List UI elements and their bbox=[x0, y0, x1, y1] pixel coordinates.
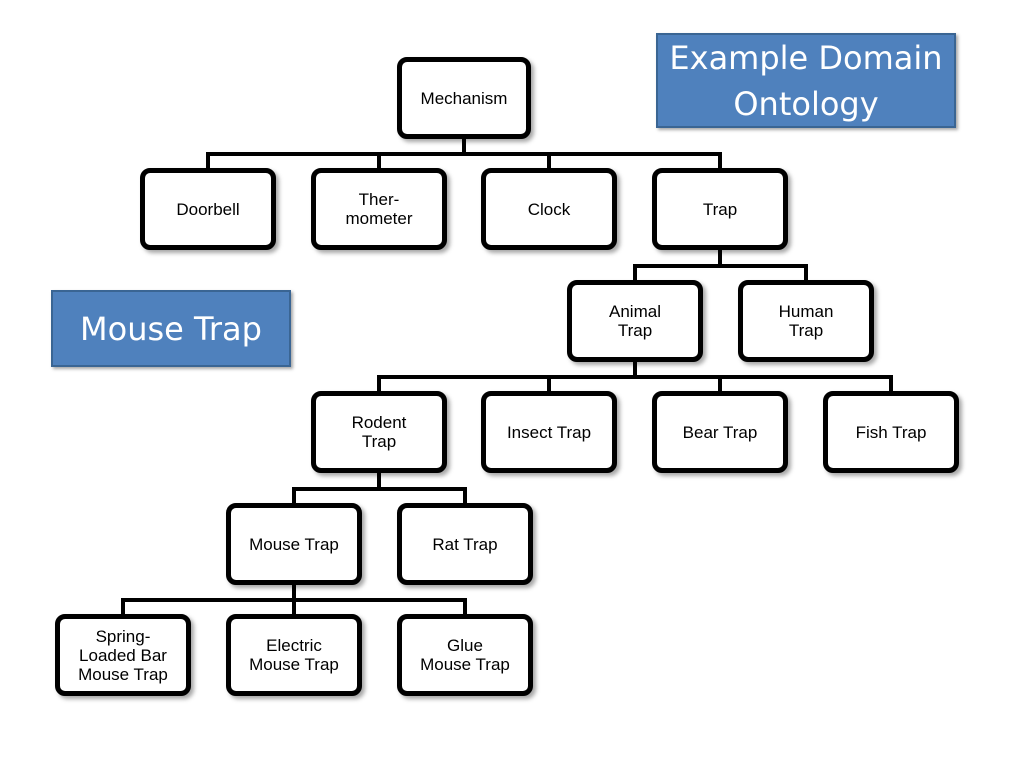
node-mouse-trap: Mouse Trap bbox=[226, 503, 362, 585]
node-doorbell: Doorbell bbox=[140, 168, 276, 250]
node-rodent-trap: Rodent Trap bbox=[311, 391, 447, 473]
node-electric-mouse-trap: Electric Mouse Trap bbox=[226, 614, 362, 696]
focus-label: Mouse Trap bbox=[51, 290, 291, 367]
node-human-trap: Human Trap bbox=[738, 280, 874, 362]
node-clock: Clock bbox=[481, 168, 617, 250]
node-glue-mouse-trap: Glue Mouse Trap bbox=[397, 614, 533, 696]
node-animal-trap: Animal Trap bbox=[567, 280, 703, 362]
diagram-title: Example Domain Ontology bbox=[656, 33, 956, 128]
node-mechanism: Mechanism bbox=[397, 57, 531, 139]
node-thermometer: Ther- mometer bbox=[311, 168, 447, 250]
node-rat-trap: Rat Trap bbox=[397, 503, 533, 585]
node-spring-loaded-bar-mouse-trap: Spring- Loaded Bar Mouse Trap bbox=[55, 614, 191, 696]
node-trap: Trap bbox=[652, 168, 788, 250]
node-bear-trap: Bear Trap bbox=[652, 391, 788, 473]
node-fish-trap: Fish Trap bbox=[823, 391, 959, 473]
node-insect-trap: Insect Trap bbox=[481, 391, 617, 473]
